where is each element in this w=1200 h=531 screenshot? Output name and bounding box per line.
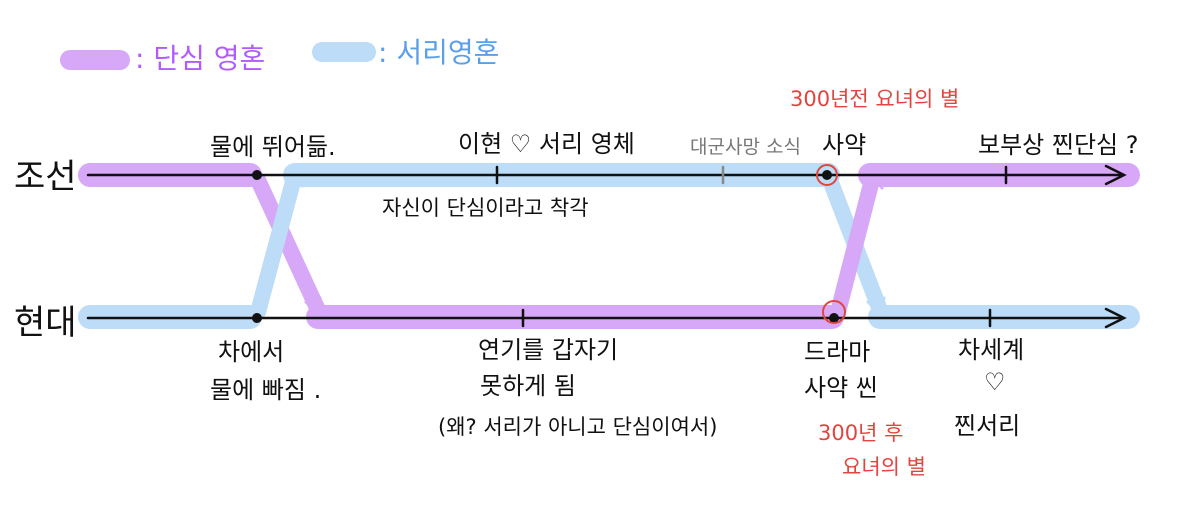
label-joseon-general-death-news: 대군사망 소식 bbox=[690, 136, 801, 158]
crossing-blue-up-left bbox=[250, 170, 302, 320]
joseon-annotations: 물에 뛰어듦. 이현 ♡ 서리 영체 자신이 단심이라고 착각 대군사망 소식 … bbox=[210, 87, 1138, 220]
crossing-arrowheads bbox=[285, 172, 886, 316]
ticks bbox=[495, 165, 1008, 328]
joseon-dot-death bbox=[822, 170, 832, 180]
row-label-modern: 현대 bbox=[14, 303, 77, 343]
legend-purple-label: : 단심 영혼 bbox=[135, 42, 265, 75]
joseon-dot-water bbox=[252, 170, 262, 180]
event-dots bbox=[252, 164, 846, 324]
joseon-arrowhead bbox=[1104, 164, 1127, 186]
modern-dot-drama bbox=[829, 313, 839, 323]
label-modern-cha-line2: 찐서리 bbox=[954, 412, 1020, 440]
label-modern-car-line1: 차에서 bbox=[218, 338, 284, 366]
label-modern-note-line1: 300년 후 bbox=[818, 421, 903, 445]
label-modern-car-line2: 물에 빠짐 . bbox=[210, 376, 321, 404]
label-modern-drama-line1: 드라마 bbox=[804, 338, 870, 366]
legend-blue-label: : 서리영혼 bbox=[378, 36, 499, 69]
timeline-lines bbox=[86, 164, 1127, 329]
crossing-purple-down-left bbox=[250, 172, 326, 318]
row-label-joseon: 조선 bbox=[14, 157, 77, 197]
label-joseon-water: 물에 뛰어듦. bbox=[210, 133, 336, 161]
label-joseon-misbelief: 자신이 단심이라고 착각 bbox=[382, 196, 589, 220]
joseon-death-red-ring bbox=[816, 164, 838, 186]
arrowhead-purple-down-left bbox=[304, 296, 322, 316]
label-modern-cha-heart: ♡ bbox=[984, 368, 1006, 396]
crossing-purple-up-right bbox=[830, 172, 880, 320]
label-modern-acting-reason: (왜? 서리가 아니고 단심이여서) bbox=[438, 415, 717, 439]
label-joseon-death-note: 300년전 요녀의 별 bbox=[790, 87, 959, 111]
modern-drama-red-ring bbox=[822, 300, 846, 324]
label-joseon-reward: 보부상 찐단심 ? bbox=[978, 131, 1138, 159]
arrowhead-blue-down-right bbox=[866, 296, 886, 316]
label-modern-note-line2: 요녀의 별 bbox=[842, 455, 926, 479]
legend: : 단심 영혼 : 서리영혼 bbox=[60, 36, 499, 75]
row-labels: 조선 현대 bbox=[14, 157, 77, 343]
label-joseon-marriage: 이현 ♡ 서리 영체 bbox=[458, 130, 635, 158]
modern-dot-car bbox=[252, 313, 262, 323]
bands bbox=[78, 163, 1140, 329]
modern-arrowhead bbox=[1104, 307, 1127, 329]
label-modern-acting-line2: 못하게 됨 bbox=[480, 372, 576, 400]
label-joseon-death: 사약 bbox=[822, 131, 866, 159]
modern-annotations: 차에서 물에 빠짐 . 연기를 갑자기 못하게 됨 (왜? 서리가 아니고 단심… bbox=[210, 336, 1024, 479]
label-modern-drama-line2: 사약 씬 bbox=[804, 374, 878, 402]
label-modern-cha-line1: 차세계 bbox=[958, 336, 1024, 364]
label-modern-acting-line1: 연기를 갑자기 bbox=[478, 336, 618, 364]
